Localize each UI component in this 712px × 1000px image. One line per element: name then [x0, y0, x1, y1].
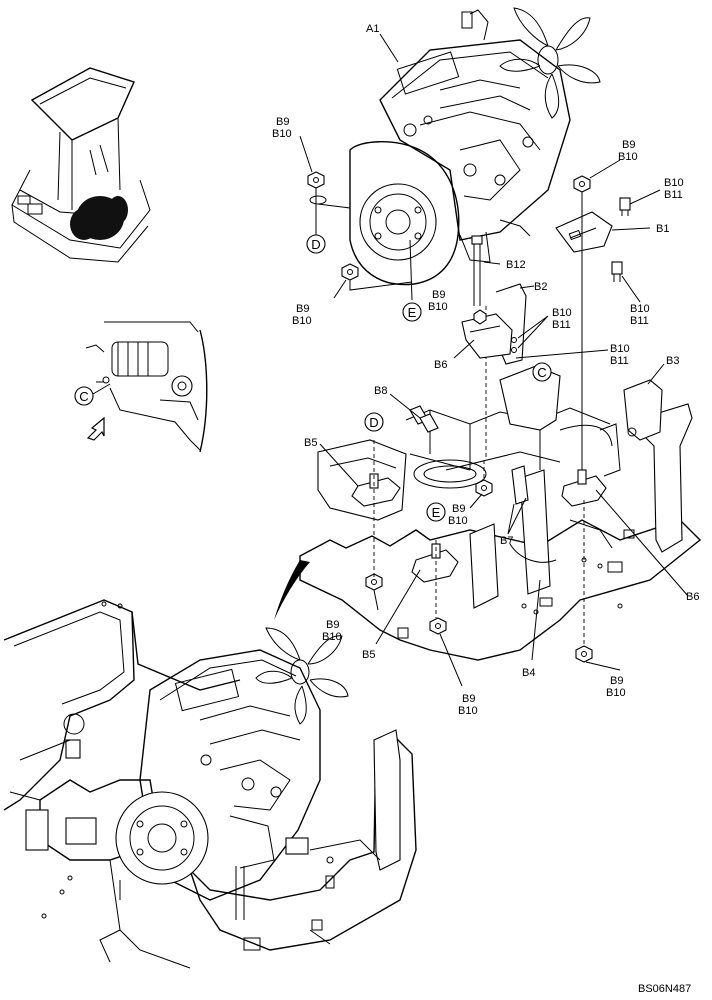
label-b10-frame-right: B10 [606, 687, 626, 699]
nut-upper-left [307, 171, 327, 205]
label-b11-right-top-bolt: B11 [664, 189, 683, 201]
callout-d-frame-text: D [369, 415, 378, 430]
callout-e-frame: E [426, 502, 446, 522]
callout-d-frame: D [364, 412, 384, 432]
assembled-view [3, 599, 417, 969]
starter-detail-view: C [74, 321, 208, 453]
callout-c-frame: C [532, 362, 552, 382]
label-b6-right: B6 [686, 591, 699, 603]
callout-d-engine: D [306, 234, 326, 254]
label-b9-frame-left: B9 [326, 619, 339, 631]
label-b12: B12 [506, 259, 526, 271]
callout-e-frame-text: E [432, 505, 441, 520]
label-b10-upper-left: B10 [272, 128, 292, 140]
label-b10-bracket: B10 [552, 307, 572, 319]
label-a1: A1 [366, 23, 379, 35]
label-b9-left-mid: B9 [296, 303, 309, 315]
upper-frame-assembly [299, 365, 702, 663]
cooling-fan [499, 7, 601, 119]
label-b10-right-mid: B10 [630, 303, 650, 315]
leaders-frame [319, 363, 689, 687]
label-b11-right-mid: B11 [630, 315, 649, 327]
label-b10-bracket-low: B10 [610, 343, 630, 355]
label-b1: B1 [656, 223, 669, 235]
label-b10-left-mid: B10 [292, 315, 312, 327]
label-b4: B4 [522, 667, 535, 679]
label-b10-frame-center: B10 [448, 515, 468, 527]
callout-c-frame-text: C [537, 365, 546, 380]
label-b11-bracket-low: B11 [610, 355, 629, 367]
label-b10-center: B10 [428, 301, 448, 313]
nut-right-top [573, 175, 591, 193]
label-b9-center: B9 [432, 289, 445, 301]
machine-overview-thumbnail [11, 67, 151, 263]
label-b7: B7 [500, 535, 513, 547]
label-b10-right-top: B10 [618, 151, 638, 163]
label-b5-upper: B5 [304, 437, 317, 449]
callout-e-engine: E [402, 302, 422, 322]
engine-assembly [349, 7, 601, 286]
part-labels: A1 B9 B10 B9 B10 B10 B11 B1 B12 B9 B10 B… [272, 23, 699, 995]
label-b9-frame-bottom: B9 [462, 693, 475, 705]
label-b10-right-top-bolt: B10 [664, 177, 684, 189]
label-b9-right-top: B9 [622, 139, 635, 151]
assembly-arrow-arc [274, 560, 310, 620]
label-b5-lower: B5 [362, 649, 375, 661]
label-b9-upper-left: B9 [276, 116, 289, 128]
bolt-right-top [619, 197, 631, 216]
label-b9-frame-center: B9 [452, 503, 465, 515]
nut-left-mid [341, 263, 359, 281]
arrow-icon [86, 416, 105, 441]
drawing-code: BS06N487 [638, 983, 691, 995]
label-b11-bracket: B11 [552, 319, 571, 331]
label-b2: B2 [534, 281, 547, 293]
label-b10-frame-bottom: B10 [458, 705, 478, 717]
label-b9-frame-right: B9 [610, 675, 623, 687]
callout-d-engine-text: D [311, 237, 320, 252]
label-b8: B8 [374, 385, 387, 397]
label-b3: B3 [666, 355, 679, 367]
label-b6-left: B6 [434, 359, 447, 371]
callout-c-detail [74, 386, 94, 406]
bolt-b12 [471, 235, 483, 306]
leaders-upper [299, 33, 661, 470]
callout-c-detail-text: C [79, 389, 88, 404]
mount-bracket-b2 [453, 283, 609, 365]
label-b10-frame-left: B10 [322, 631, 342, 643]
mount-bracket-b1 [555, 211, 651, 253]
bolt-right-mid [611, 261, 623, 282]
callout-e-engine-text: E [408, 305, 417, 320]
